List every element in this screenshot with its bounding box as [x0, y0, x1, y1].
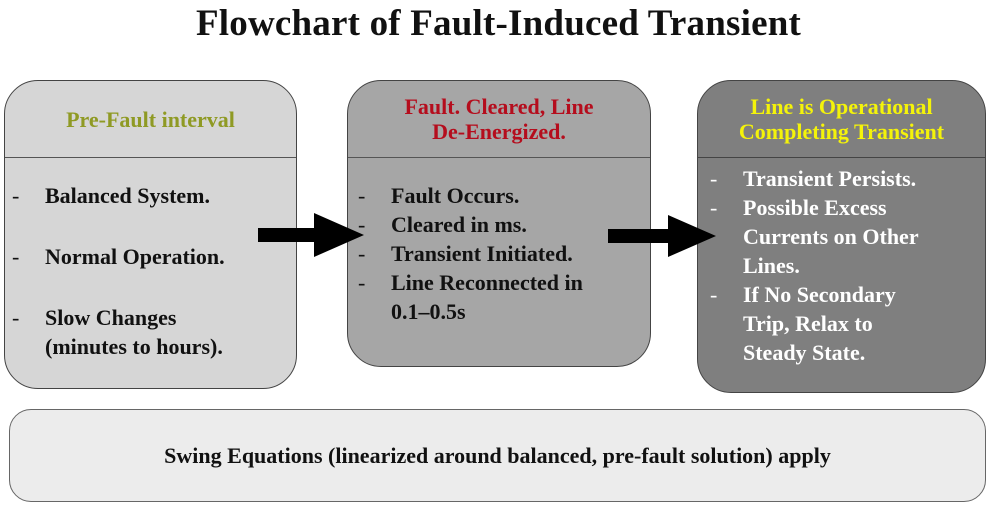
list-item: - Line Reconnected in 0.1–0.5s: [358, 268, 646, 326]
bullet-dash: -: [710, 282, 718, 307]
item-line: Transient Initiated.: [391, 241, 573, 266]
stage-list: - Balanced System. - Normal Operation. -…: [12, 181, 290, 361]
list-item: - Balanced System.: [12, 181, 290, 210]
divider: [698, 157, 985, 158]
pre-fault-stage-box: Pre-Fault interval - Balanced System. - …: [4, 80, 297, 389]
stage-list: - Fault Occurs. - Cleared in ms. - Trans…: [358, 181, 646, 326]
item-line: Fault Occurs.: [391, 183, 520, 208]
bullet-dash: -: [358, 241, 366, 266]
heading-line: Fault. Cleared, Line: [404, 94, 594, 119]
item-line: Line Reconnected in: [391, 270, 583, 295]
bullet-dash: -: [12, 305, 20, 330]
divider: [348, 157, 650, 158]
flow-arrow-2: [608, 215, 716, 257]
heading-line: De-Energized.: [432, 119, 566, 144]
diagram-title: Flowchart of Fault-Induced Transient: [195, 3, 802, 44]
bullet-dash: -: [358, 270, 366, 295]
item-line: 0.1–0.5s: [391, 299, 466, 324]
item-line: Slow Changes: [45, 305, 177, 330]
item-line: Balanced System.: [45, 183, 210, 208]
item-line: Transient Persists.: [743, 166, 917, 191]
item-line: (minutes to hours).: [45, 334, 223, 359]
stage-heading: Pre-Fault interval: [5, 81, 296, 157]
item-line: Possible Excess: [743, 195, 887, 220]
flow-arrow-1: [258, 213, 364, 257]
divider: [5, 157, 296, 158]
stage-heading: Line is Operational Completing Transient: [698, 81, 985, 157]
list-item: - Cleared in ms.: [358, 210, 646, 239]
bullet-dash: -: [358, 183, 366, 208]
stage-heading: Fault. Cleared, Line De-Energized.: [348, 81, 650, 157]
item-line: Lines.: [743, 253, 800, 278]
bullet-dash: -: [12, 183, 20, 208]
list-item: - Possible Excess Currents on Other Line…: [710, 193, 981, 280]
heading-line: Pre-Fault interval: [66, 106, 235, 132]
heading-line: Line is Operational: [750, 94, 933, 119]
list-item: - Fault Occurs.: [358, 181, 646, 210]
fault-cleared-stage-box: Fault. Cleared, Line De-Energized. - Fau…: [347, 80, 651, 367]
stage-list: - Transient Persists. - Possible Excess …: [710, 164, 981, 367]
item-line: Currents on Other: [743, 224, 919, 249]
list-item: - Slow Changes (minutes to hours).: [12, 303, 290, 361]
operational-stage-box: Line is Operational Completing Transient…: [697, 80, 986, 393]
bullet-dash: -: [710, 195, 718, 220]
bullet-dash: -: [12, 244, 20, 269]
item-line: Cleared in ms.: [391, 212, 527, 237]
footer-text: Swing Equations (linearized around balan…: [164, 442, 831, 468]
list-item: - Normal Operation.: [12, 242, 290, 271]
bullet-dash: -: [358, 212, 366, 237]
item-line: Trip, Relax to: [743, 311, 873, 336]
item-line: Normal Operation.: [45, 244, 225, 269]
list-item: - Transient Initiated.: [358, 239, 646, 268]
list-item: - Transient Persists.: [710, 164, 981, 193]
list-item: - If No Secondary Trip, Relax to Steady …: [710, 280, 981, 367]
item-line: Steady State.: [743, 340, 866, 365]
item-line: If No Secondary: [743, 282, 896, 307]
heading-line: Completing Transient: [738, 119, 945, 144]
bullet-dash: -: [710, 166, 718, 191]
swing-equations-note: Swing Equations (linearized around balan…: [9, 409, 986, 502]
